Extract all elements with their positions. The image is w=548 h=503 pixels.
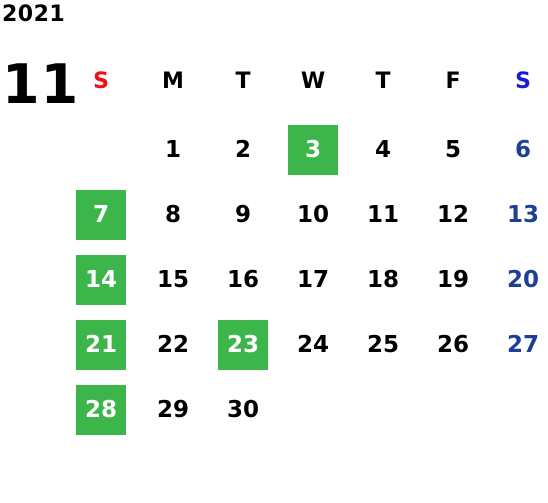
day-30[interactable]: 30 (226, 397, 259, 423)
weekday-header-sat: S (515, 68, 531, 94)
day-21[interactable]: 21 (76, 320, 126, 370)
day-19[interactable]: 19 (436, 267, 469, 293)
weekday-header-wed: W (300, 68, 326, 94)
day-7[interactable]: 7 (76, 190, 126, 240)
weekday-header-sun: S (93, 68, 109, 94)
day-5[interactable]: 5 (444, 137, 461, 163)
day-18[interactable]: 18 (366, 267, 399, 293)
day-27[interactable]: 27 (506, 332, 539, 358)
day-1[interactable]: 1 (164, 137, 181, 163)
year-label: 2021 (2, 2, 66, 27)
day-13[interactable]: 13 (506, 202, 539, 228)
day-4[interactable]: 4 (374, 137, 391, 163)
day-15[interactable]: 15 (156, 267, 189, 293)
day-10[interactable]: 10 (296, 202, 329, 228)
weekday-header-mon: M (162, 68, 184, 94)
day-23[interactable]: 23 (218, 320, 268, 370)
day-24[interactable]: 24 (296, 332, 329, 358)
weekday-header-thu: T (375, 68, 391, 94)
weekday-header-tue: T (235, 68, 251, 94)
day-8[interactable]: 8 (164, 202, 181, 228)
day-2[interactable]: 2 (234, 137, 251, 163)
day-6[interactable]: 6 (514, 137, 531, 163)
day-9[interactable]: 9 (234, 202, 251, 228)
day-25[interactable]: 25 (366, 332, 399, 358)
month-number: 11 (2, 53, 80, 116)
day-20[interactable]: 20 (506, 267, 539, 293)
day-29[interactable]: 29 (156, 397, 189, 423)
day-3[interactable]: 3 (288, 125, 338, 175)
day-12[interactable]: 12 (436, 202, 469, 228)
weekday-header-fri: F (445, 68, 461, 94)
day-26[interactable]: 26 (436, 332, 469, 358)
day-22[interactable]: 22 (156, 332, 189, 358)
day-16[interactable]: 16 (226, 267, 259, 293)
day-11[interactable]: 11 (366, 202, 399, 228)
day-17[interactable]: 17 (296, 267, 329, 293)
day-14[interactable]: 14 (76, 255, 126, 305)
day-28[interactable]: 28 (76, 385, 126, 435)
